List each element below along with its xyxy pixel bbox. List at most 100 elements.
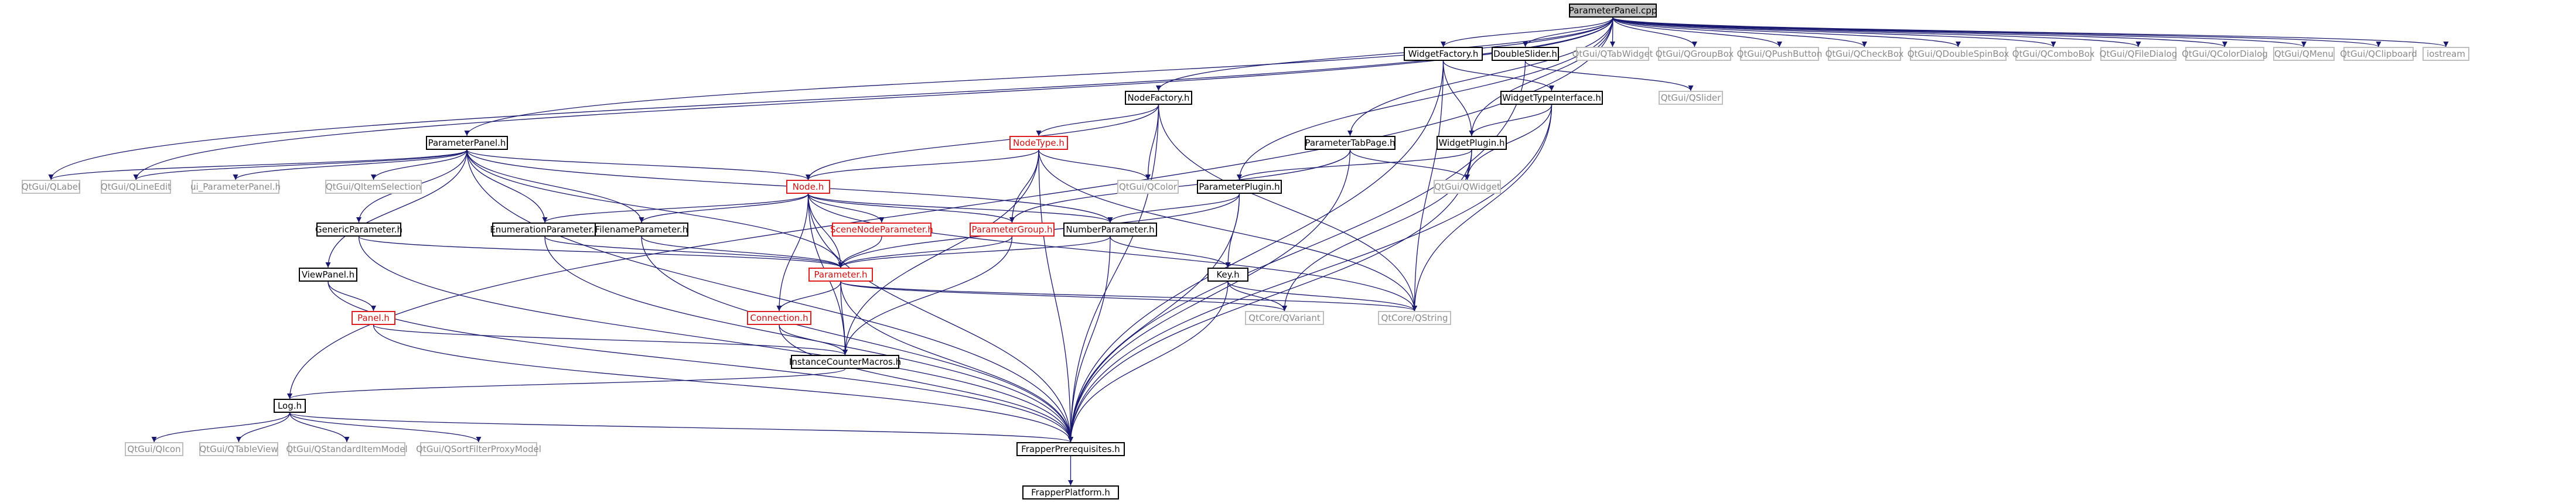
edge-viewpanel-to-panelh [327,281,377,312]
node-nodeh[interactable]: Node.h [786,180,830,194]
edge-root-to-qpushbutton [1612,17,1782,47]
edge-widgetfactory-to-frapperprereq [1067,60,1444,443]
edge-logh-to-qstandarditemmodel [289,412,350,443]
node-qcolor: QtGui/QColor [1117,180,1179,194]
edge-parameterpanelh-to-nodeh [466,149,811,180]
edge-widgetfactory-to-widgettypeinterface [1442,60,1554,91]
edge-logh-to-qsortfilterproxymodel [289,412,482,443]
node-qlineedit: QtGui/QLineEdit [101,180,171,194]
edge-numberparameter-to-parameterh [838,236,1111,268]
edge-genericparameter-to-frapperprereq [358,236,1073,443]
node-qtableview: QtGui/QTableView [199,442,278,456]
edge-numberparameter-to-keyh [1110,236,1231,268]
node-connectionh[interactable]: Connection.h [747,311,811,325]
edge-widgettypeinterface-to-qstring [1411,104,1553,312]
node-doubleslider[interactable]: DoubleSlider.h [1492,47,1559,61]
edge-parameterplugin-to-frapperprereq [1067,193,1240,443]
node-nodefactory[interactable]: NodeFactory.h [1125,91,1192,105]
node-frapperprereq[interactable]: FrapperPrerequisites.h [1016,442,1125,456]
edge-root-to-qcheckbox [1612,17,1867,47]
edge-widgettypeinterface-to-widgetplugin [1469,104,1553,136]
edge-nodetype-to-instancecounter [842,149,1039,355]
edge-logh-to-qicon [151,412,291,443]
edge-root-to-iostream [1612,17,2449,47]
edge-nodefactory-to-frapperprereq [1067,104,1159,443]
edge-numberparameter-to-frapperprereq [1067,236,1111,443]
edge-viewpanel-to-frapperprereq [327,281,1073,443]
node-viewpanel[interactable]: ViewPanel.h [299,268,357,282]
edge-nodeh-to-parametergroup [807,193,1015,223]
edge-connectionh-to-instancecounter [779,324,848,355]
node-root[interactable]: ParameterPanel.cpp [1569,4,1657,18]
edge-root-to-qcombobox [1612,17,2056,47]
node-panelh[interactable]: Panel.h [352,311,395,325]
node-widgetfactory[interactable]: WidgetFactory.h [1404,47,1483,61]
edge-enumerationparameter-to-parameterh [544,236,844,268]
node-parametergroup[interactable]: ParameterGroup.h [970,223,1055,237]
node-parameterplugin[interactable]: ParameterPlugin.h [1197,180,1282,194]
edge-doubleslider-to-qslider [1524,60,1694,91]
edge-panelh-to-frapperprereq [373,324,1073,443]
node-qlabel: QtGui/QLabel [22,180,80,194]
node-widgettypeinterface[interactable]: WidgetTypeInterface.h [1500,91,1603,105]
node-qcheckbox: QtGui/QCheckBox [1826,47,1903,61]
node-numberparameter[interactable]: NumberParameter.h [1063,223,1157,237]
edge-root-to-qclipboard [1612,17,2381,47]
edge-parameterh-to-qstring [840,281,1417,312]
edge-nodeh-to-scenenodeparameter [807,193,885,223]
node-genericparameter[interactable]: GenericParameter.h [315,223,402,237]
edge-parameterh-to-instancecounter [840,281,848,355]
edge-widgettypeinterface-to-qwidget [1464,104,1553,180]
node-qcombobox: QtGui/QComboBox [2012,47,2094,61]
edge-root-to-doubleslider [1523,17,1613,47]
edge-parameterpanelh-to-qlabel [48,149,468,180]
edge-root-to-widgetplugin [1469,17,1613,136]
node-scenenodeparameter[interactable]: SceneNodeParameter.h [830,223,933,237]
node-widgetplugin[interactable]: WidgetPlugin.h [1437,136,1507,150]
node-parameterpanelh[interactable]: ParameterPanel.h [426,136,508,150]
edge-root-to-parametertabpage [1347,17,1613,136]
edge-parameterh-to-qvariant [840,281,1287,312]
edge-nodefactory-to-qstring [1158,104,1418,312]
edge-widgetfactory-to-widgetplugin [1442,60,1475,136]
node-parameterh[interactable]: Parameter.h [808,268,873,282]
node-qclipboard: QtGui/QClipboard [2340,47,2417,61]
node-qstandarditemmodel: QtGui/QStandardItemModel [286,442,408,456]
edge-widgetplugin-to-frapperprereq [1067,149,1472,443]
node-parametertabpage[interactable]: ParameterTabPage.h [1305,136,1396,150]
node-qgroupbox: QtGui/QGroupBox [1656,47,1734,61]
node-qcolordialog: QtGui/QColorDialog [2182,47,2268,61]
edge-parameterpanelh-to-parameterh [466,149,844,268]
node-enumerationparameter[interactable]: EnumerationParameter.h [490,223,600,237]
node-frapperplatform[interactable]: FrapperPlatform.h [1022,485,1119,499]
node-keyh[interactable]: Key.h [1207,268,1248,282]
edge-root-to-qfiledialog [1612,17,2141,47]
edge-parametertabpage-to-parametergroup [1009,149,1351,223]
edge-parameterpanelh-to-enumerationparameter [466,149,548,223]
node-iostream: iostream [2423,47,2469,61]
edge-nodeh-to-parameterh [807,193,844,268]
edge-nodeh-to-qstring [807,193,1417,312]
edge-root-to-qlabel [48,17,1613,180]
node-qpushbutton: QtGui/QPushButton [1737,47,1822,61]
edge-root-to-nodefactory [1156,17,1613,91]
edge-filenameparameter-to-frapperprereq [641,236,1074,443]
edge-nodefactory-to-nodeh [806,104,1159,180]
node-filenameparameter[interactable]: FilenameParameter.h [595,223,688,237]
edge-parameterpanelh-to-qitemselection [371,149,468,180]
node-instancecounter[interactable]: InstanceCounterMacros.h [789,355,901,369]
node-qstring: QtCore/QString [1378,311,1451,325]
node-nodetype[interactable]: NodeType.h [1009,136,1068,150]
node-qtabwidget: QtGui/QTabWidget [1572,47,1653,61]
node-qfiledialog: QtGui/QFileDialog [2100,47,2177,61]
edge-instancecounter-to-logh [287,368,846,399]
edge-root-to-qgroupbox [1612,17,1697,47]
edge-root-to-widgetfactory [1441,17,1613,47]
edge-widgetplugin-to-qvariant [1281,149,1472,312]
node-logh[interactable]: Log.h [274,399,306,413]
edge-parametergroup-to-parameterh [838,236,1013,268]
edge-parameterpanelh-to-uiparameterpanel [233,149,468,180]
node-qdoublespinbox: QtGui/QDoubleSpinBox [1908,47,2009,61]
